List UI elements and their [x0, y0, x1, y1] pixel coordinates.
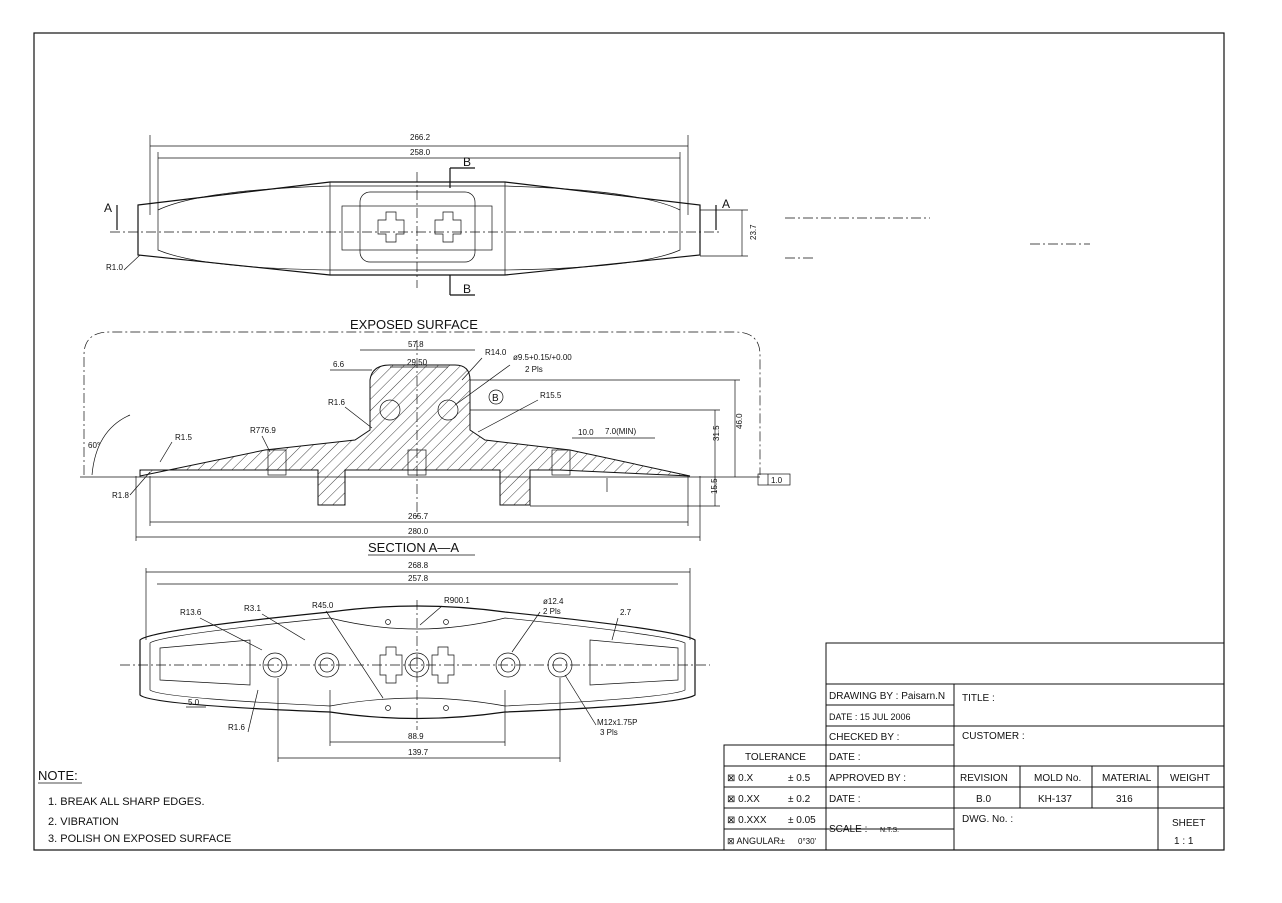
dim-139-7: 139.7: [408, 748, 429, 757]
section-a-right: A: [722, 197, 730, 211]
tol-row-1-value: ± 0.5: [788, 773, 811, 784]
title-label: TITLE :: [962, 693, 995, 704]
dim-280: 280.0: [408, 527, 429, 536]
radius-r1-5: R1.5: [175, 433, 192, 442]
exposed-surface-label: EXPOSED SURFACE: [350, 317, 478, 332]
radius-r1-6-bottom: R1.6: [228, 723, 245, 732]
dim-10: 10.0: [578, 428, 594, 437]
radius-r14: R14.0: [485, 348, 507, 357]
hole-12-4: ø12.4: [543, 597, 564, 606]
tol-row-4-value: 0°30': [798, 837, 817, 846]
callout-b: B: [492, 393, 499, 404]
radius-r15-5: R15.5: [540, 391, 562, 400]
section-title: SECTION A—A: [368, 540, 459, 555]
flatness-value: 1.0: [771, 476, 783, 485]
mold-value: KH-137: [1038, 794, 1072, 805]
notes-title: NOTE:: [38, 768, 78, 783]
dim-7-min: 7.0(MIN): [605, 427, 636, 436]
dim-31-5: 31.5: [712, 425, 721, 441]
dim-29-50: 29.50: [407, 358, 428, 367]
notes: NOTE: 1. BREAK ALL SHARP EDGES. 2. VIBRA…: [38, 768, 231, 845]
dim-5: 5.0: [188, 698, 200, 707]
drawing-by: DRAWING BY : Paisarn.N: [829, 691, 945, 702]
radius-r900: R900.1: [444, 596, 470, 605]
radius-r776-9: R776.9: [250, 426, 276, 435]
thread-qty: 3 Pls: [600, 728, 618, 737]
hole-9-5: ø9.5+0.15/+0.00: [513, 353, 572, 362]
radius-r45: R45.0: [312, 601, 334, 610]
note-1: 1. BREAK ALL SHARP EDGES.: [48, 796, 205, 808]
thread-m12: M12x1.75P: [597, 718, 637, 727]
sheet-header: SHEET: [1172, 818, 1205, 829]
sheet-border: [33, 32, 1225, 851]
tolerance-table: TOLERANCE ⊠ 0.X ± 0.5 ⊠ 0.XX ± 0.2 ⊠ 0.X…: [723, 744, 827, 851]
hole-qty-bottom: 2 Pls: [543, 607, 561, 616]
dim-265-7: 265.7: [408, 512, 429, 521]
scale-value: N.T.S.: [880, 827, 899, 834]
bottom-view: 268.8 257.8 R13.6 R3.1 R45.0 R900.1 ø12.…: [120, 561, 710, 762]
dim-6-6: 6.6: [333, 360, 345, 369]
dim-266-2: 266.2: [410, 133, 431, 142]
dim-2-7: 2.7: [620, 608, 632, 617]
mold-header: MOLD No.: [1034, 773, 1081, 784]
section-b-bottom: B: [463, 282, 471, 296]
note-3: 3. POLISH ON EXPOSED SURFACE: [48, 833, 231, 845]
customer-label: CUSTOMER :: [962, 731, 1025, 742]
weight-header: WEIGHT: [1170, 773, 1210, 784]
revision-header: REVISION: [960, 773, 1008, 784]
radius-r13-6: R13.6: [180, 608, 202, 617]
dim-257-8: 257.8: [408, 574, 429, 583]
radius-r3-1: R3.1: [244, 604, 261, 613]
hole-qty: 2 Pls: [525, 365, 543, 374]
date-3: DATE :: [829, 794, 860, 805]
radius-r1-8: R1.8: [112, 491, 129, 500]
section-view: EXPOSED SURFACE 57.8 29.50 6.6 R14.0 ø9.…: [80, 317, 791, 556]
top-view: 266.2 258.0 B B A A 23.7 R1.0: [104, 133, 1090, 296]
dwg-no-label: DWG. No. :: [962, 814, 1013, 825]
section-a-left: A: [104, 201, 112, 215]
scale-label: SCALE :: [829, 824, 867, 835]
dim-268-8: 268.8: [408, 561, 429, 570]
dim-258: 258.0: [410, 148, 431, 157]
radius-r1-6: R1.6: [328, 398, 345, 407]
material-value: 316: [1116, 794, 1133, 805]
dim-88-9: 88.9: [408, 732, 424, 741]
dim-46: 46.0: [735, 413, 744, 429]
tol-row-4-label: ⊠ ANGULAR±: [727, 836, 785, 846]
sheet-value: 1 : 1: [1174, 836, 1194, 847]
date-1: DATE : 15 JUL 2006: [829, 712, 911, 722]
tol-row-2-label: ⊠ 0.XX: [727, 794, 760, 805]
material-header: MATERIAL: [1102, 773, 1152, 784]
dim-57-8: 57.8: [408, 340, 424, 349]
checked-by: CHECKED BY :: [829, 732, 899, 743]
angle-60: 60°: [88, 441, 100, 450]
dim-23-7: 23.7: [749, 224, 758, 240]
tol-row-3-label: ⊠ 0.XXX: [727, 815, 767, 826]
approved-by: APPROVED BY :: [829, 773, 906, 784]
revision-value: B.0: [976, 794, 991, 805]
date-2: DATE :: [829, 752, 860, 763]
tolerance-header: TOLERANCE: [745, 752, 806, 763]
tol-row-2-value: ± 0.2: [788, 794, 811, 805]
tol-row-1-label: ⊠ 0.X: [727, 773, 753, 784]
section-b-top: B: [463, 155, 471, 169]
tol-row-3-value: ± 0.05: [788, 815, 816, 826]
dim-15-5: 15.5: [710, 478, 719, 494]
title-block: DRAWING BY : Paisarn.N DATE : 15 JUL 200…: [825, 642, 1225, 851]
radius-r1-0: R1.0: [106, 263, 123, 272]
note-2: 2. VIBRATION: [48, 816, 119, 828]
